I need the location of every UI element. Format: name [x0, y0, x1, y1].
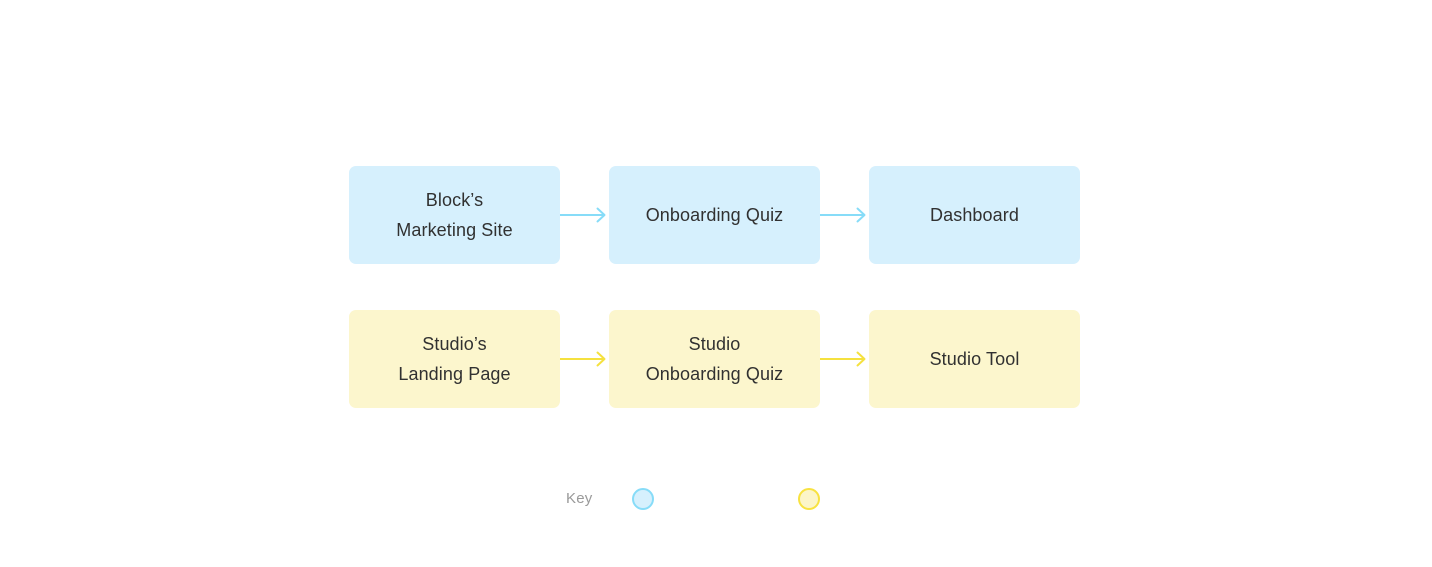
node-onboarding-quiz[interactable]: Onboarding Quiz	[609, 166, 820, 264]
node-label: Dashboard	[930, 205, 1019, 225]
node-studios-landing-page[interactable]: Studio’s Landing Page	[349, 310, 560, 408]
key-swatch-yellow[interactable]	[798, 488, 821, 510]
node-label: Studio Tool	[929, 349, 1020, 369]
arrow-right-icon	[560, 207, 609, 223]
legend-key: Key	[566, 486, 830, 512]
node-label: Block’s Marketing Site	[396, 190, 513, 240]
node-label: Studio’s Landing Page	[398, 334, 511, 384]
arrow-right-icon	[560, 351, 609, 367]
arrow-right-icon	[820, 351, 869, 367]
node-label: Studio Onboarding Quiz	[645, 334, 784, 384]
connector-blue-2	[820, 203, 869, 227]
node-studio-onboarding-quiz[interactable]: Studio Onboarding Quiz	[609, 310, 820, 408]
legend-key-label: Key	[566, 490, 593, 507]
connector-yellow-1	[560, 347, 609, 371]
connector-yellow-2	[820, 347, 869, 371]
flow-row-yellow-track: Studio’s Landing Page Studio Onboarding …	[349, 310, 1080, 408]
connector-blue-1	[560, 203, 609, 227]
node-studio-tool[interactable]: Studio Tool	[869, 310, 1080, 408]
key-swatch-blue[interactable]	[632, 488, 655, 510]
flow-row-blue-track: Block’s Marketing Site Onboarding Quiz	[349, 166, 1080, 264]
node-label: Onboarding Quiz	[645, 205, 784, 225]
node-dashboard[interactable]: Dashboard	[869, 166, 1080, 264]
node-blocks-marketing-site[interactable]: Block’s Marketing Site	[349, 166, 560, 264]
arrow-right-icon	[820, 207, 869, 223]
